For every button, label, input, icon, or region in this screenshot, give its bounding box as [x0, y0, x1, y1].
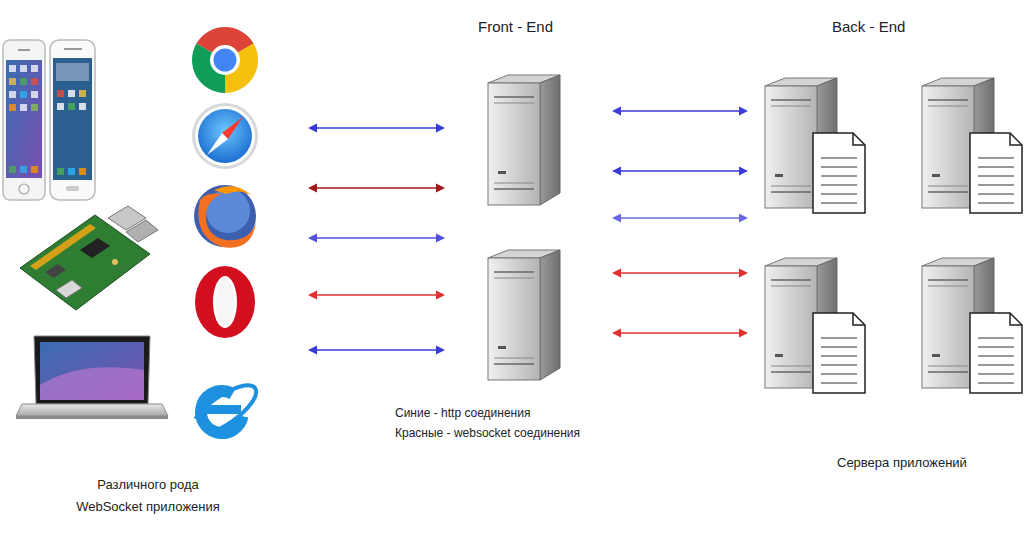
opera-icon [195, 266, 255, 338]
connection-arrow [308, 291, 445, 300]
arrow-head [436, 346, 445, 355]
connection-arrow [308, 124, 445, 133]
legend-row: Красные - websocket соединения [395, 423, 580, 443]
safari-icon [192, 103, 258, 169]
connection-line [316, 187, 437, 189]
legend-text: Синие - http соединения [395, 406, 530, 420]
firefox-icon [194, 185, 256, 248]
connection-line [620, 332, 740, 334]
app-server-icon [922, 258, 1022, 393]
group-heading: Front - End [478, 16, 553, 38]
server-icon [488, 75, 560, 205]
connection-line [620, 170, 740, 172]
app-server-icon [765, 78, 865, 213]
ie-icon [185, 377, 263, 444]
legend-row: Синие - http соединения [395, 403, 580, 423]
arrow-head [436, 234, 445, 243]
connection-arrow [612, 269, 748, 278]
group-label: Сервера приложений [837, 452, 967, 474]
connection-line [316, 127, 437, 129]
group-label: Различного рода WebSocket приложения [68, 474, 228, 518]
arrow-head [739, 214, 748, 223]
connection-arrow [308, 184, 445, 193]
phone-icon [3, 40, 45, 200]
connection-arrow [308, 234, 445, 243]
arrow-head [436, 291, 445, 300]
connection-arrow [612, 107, 748, 116]
connection-arrow [612, 214, 748, 223]
connection-arrow [308, 346, 445, 355]
arrow-head [612, 269, 621, 278]
backend-group: Back - EndСервера приложений [748, 10, 1028, 480]
arrow-head [612, 214, 621, 223]
connection-line [620, 110, 740, 112]
connection-line [316, 349, 437, 351]
arrow-head [308, 124, 317, 133]
arrow-head [436, 124, 445, 133]
app-server-icon [922, 78, 1022, 213]
arrow-head [612, 329, 621, 338]
arrow-head [612, 167, 621, 176]
arrow-head [308, 234, 317, 243]
arrow-head [308, 184, 317, 193]
frontend-group: Front - End [445, 10, 612, 390]
laptop-icon [16, 336, 168, 419]
arrow-head [308, 346, 317, 355]
legend: Синие - http соединенияКрасные - websock… [395, 403, 580, 443]
connection-arrow [612, 167, 748, 176]
connection-line [620, 272, 740, 274]
chrome-icon [192, 27, 258, 93]
connection-arrow [612, 329, 748, 338]
arrow-head [612, 107, 621, 116]
arrow-head [739, 167, 748, 176]
connection-line [316, 237, 437, 239]
connection-line [316, 294, 437, 296]
arrow-head [739, 269, 748, 278]
phone-icon [50, 40, 95, 200]
legend-text: Красные - websocket соединения [395, 426, 580, 440]
connection-line [620, 217, 740, 219]
client-group: Различного рода WebSocket приложения [0, 15, 308, 525]
app-server-icon [765, 258, 865, 393]
server-icon [488, 250, 560, 380]
arrow-head [436, 184, 445, 193]
arrow-head [308, 291, 317, 300]
group-heading: Back - End [832, 16, 905, 38]
arrow-head [739, 329, 748, 338]
arrow-head [739, 107, 748, 116]
board-icon [20, 206, 158, 310]
